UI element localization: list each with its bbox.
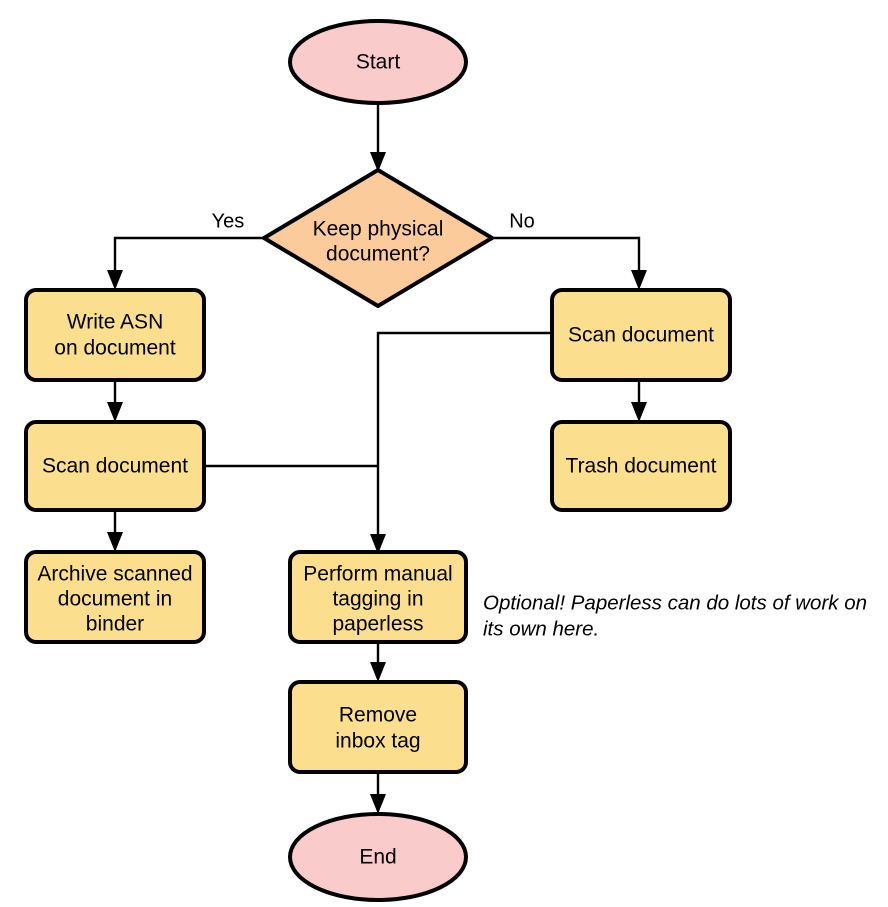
- edge-decision-no: [492, 236, 647, 290]
- edge-scanright-to-tagging: [370, 331, 552, 554]
- edge-writeasn-to-scanleft: [107, 380, 123, 422]
- node-end-label: End: [359, 846, 396, 869]
- node-write-asn-on-document[interactable]: Write ASN on document: [24, 288, 206, 382]
- node-remove-inbox-label-line1: Remove: [339, 704, 417, 727]
- node-tagging-label-line3: paperless: [332, 613, 423, 636]
- node-archive-scanned-document[interactable]: Archive scanned document in binder: [24, 550, 206, 644]
- node-scan-document-right[interactable]: Scan document: [550, 288, 732, 382]
- node-archive-label-line2: document in: [58, 588, 172, 611]
- edge-start-to-decision: [370, 103, 386, 172]
- node-archive-label-line1: Archive scanned: [37, 563, 192, 586]
- edge-removeinbox-to-end: [370, 772, 386, 814]
- node-write-asn-label-line2: on document: [54, 337, 176, 360]
- node-decision-label-line2: document?: [326, 243, 430, 266]
- node-scan-document-left-label: Scan document: [42, 455, 188, 478]
- edge-label-no: No: [509, 210, 535, 232]
- node-perform-manual-tagging[interactable]: Perform manual tagging in paperless: [288, 550, 468, 644]
- node-start[interactable]: Start: [288, 19, 468, 105]
- edge-scanright-to-trash: [631, 380, 647, 422]
- annotation-note-line1: Optional! Paperless can do lots of work …: [483, 591, 867, 614]
- annotation-note-line2: its own here.: [483, 617, 599, 640]
- node-scan-document-right-label: Scan document: [568, 324, 714, 347]
- edge-decision-yes: [107, 236, 264, 290]
- edge-tagging-to-removeinbox: [370, 642, 386, 682]
- annotation-optional-note: Optional! Paperless can do lots of work …: [483, 591, 867, 640]
- node-write-asn-label-line1: Write ASN: [67, 311, 163, 334]
- node-remove-inbox-tag[interactable]: Remove inbox tag: [288, 680, 468, 774]
- node-tagging-label-line1: Perform manual: [303, 563, 452, 586]
- node-archive-label-line3: binder: [86, 613, 144, 636]
- node-trash-document-label: Trash document: [566, 455, 717, 478]
- node-start-label: Start: [356, 51, 401, 74]
- node-scan-document-left[interactable]: Scan document: [24, 420, 206, 512]
- node-decision-label-line1: Keep physical: [313, 218, 444, 241]
- node-decision-keep-physical-document[interactable]: Keep physical document?: [262, 168, 494, 308]
- node-tagging-label-line2: tagging in: [332, 588, 423, 611]
- edge-scanleft-to-archive: [107, 510, 123, 552]
- edge-label-yes: Yes: [212, 210, 245, 232]
- node-remove-inbox-label-line2: inbox tag: [335, 730, 420, 753]
- node-end[interactable]: End: [288, 812, 468, 902]
- node-trash-document[interactable]: Trash document: [550, 420, 732, 512]
